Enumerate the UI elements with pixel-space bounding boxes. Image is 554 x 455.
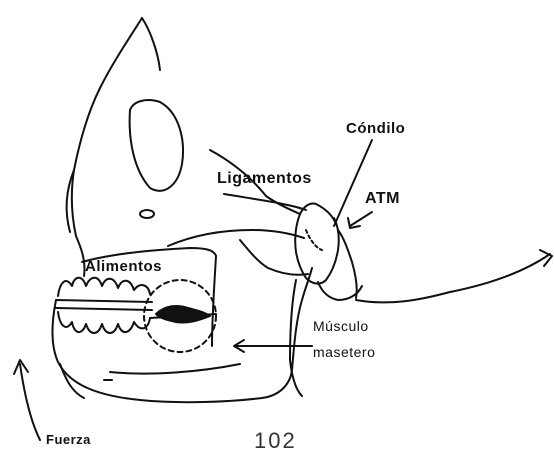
label-musculo: Músculo — [313, 319, 369, 333]
label-fuerza: Fuerza — [46, 433, 91, 446]
arch-lower — [168, 230, 304, 246]
label-condilo: Cóndilo — [346, 121, 405, 136]
mandible-inner — [110, 364, 240, 374]
mandible — [53, 268, 313, 402]
neck-curve — [356, 254, 550, 302]
ramus-line — [212, 256, 216, 346]
pointer-atm — [350, 212, 372, 226]
lower-teeth — [58, 312, 150, 333]
label-atm: ATM — [365, 191, 400, 207]
label-ligamentos: Ligamentos — [217, 171, 312, 187]
lower-teeth-line — [56, 308, 152, 310]
condyle-detail — [306, 230, 322, 250]
foramen — [140, 210, 154, 218]
force-arrow — [20, 364, 40, 440]
orbit — [130, 100, 183, 191]
nasal-line — [142, 18, 160, 70]
upper-teeth — [58, 278, 150, 296]
condyle-head — [300, 203, 336, 224]
label-alimentos: Alimentos — [85, 259, 162, 274]
atm-cup — [338, 230, 357, 298]
upper-teeth-line — [56, 300, 152, 302]
label-masetero: masetero — [313, 345, 375, 359]
pointer-ligamentos — [224, 194, 306, 210]
page-number: 102 — [254, 430, 297, 452]
pointer-condilo — [334, 140, 372, 226]
neck-curve-tick — [540, 250, 552, 266]
condyle — [295, 214, 339, 284]
